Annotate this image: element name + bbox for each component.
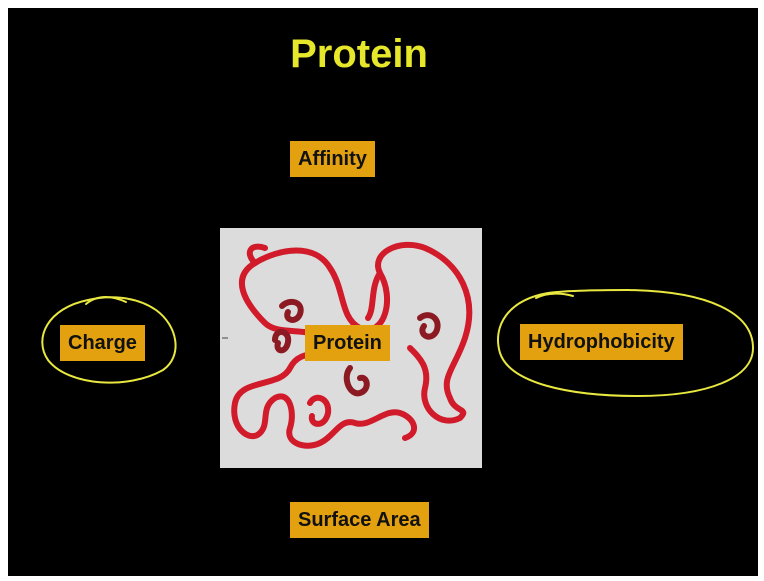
hydrophobicity-highlight-circle [498, 290, 753, 396]
slide: Protein Affinity Protein Charge Hydropho… [8, 8, 758, 576]
charge-highlight-circle [42, 297, 175, 382]
highlight-annotations [8, 8, 758, 576]
